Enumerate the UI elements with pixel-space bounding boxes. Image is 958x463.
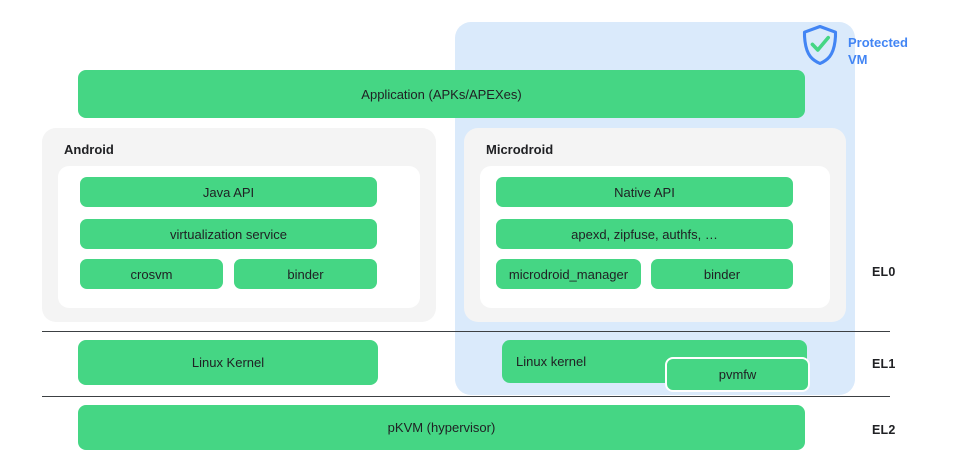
block-virtualization-service: virtualization service xyxy=(80,219,377,249)
block-binder-android: binder xyxy=(234,259,377,289)
block-pvmfw: pvmfw xyxy=(665,357,810,392)
os-panel-android-title: Android xyxy=(64,142,114,157)
shield-check-icon xyxy=(800,24,840,66)
block-binder-microdroid: binder xyxy=(651,259,793,289)
block-java-api: Java API xyxy=(80,177,377,207)
block-apexd-zipfuse-authfs: apexd, zipfuse, authfs, … xyxy=(496,219,793,249)
block-linux-kernel-host: Linux Kernel xyxy=(78,340,378,385)
block-native-api: Native API xyxy=(496,177,793,207)
block-pkvm-hypervisor: pKVM (hypervisor) xyxy=(78,405,805,450)
exception-level-label-el2: EL2 xyxy=(872,423,896,437)
exception-level-label-el0: EL0 xyxy=(872,265,896,279)
os-panel-microdroid-title: Microdroid xyxy=(486,142,554,157)
block-microdroid-manager: microdroid_manager xyxy=(496,259,641,289)
divider-el1-el2 xyxy=(42,396,890,397)
protected-vm-label: Protected VM xyxy=(848,35,908,67)
block-application: Application (APKs/APEXes) xyxy=(78,70,805,118)
protected-vm-legend: Protected VM xyxy=(800,24,914,68)
block-crosvm: crosvm xyxy=(80,259,223,289)
divider-el0-el1 xyxy=(42,331,890,332)
exception-level-label-el1: EL1 xyxy=(872,357,896,371)
